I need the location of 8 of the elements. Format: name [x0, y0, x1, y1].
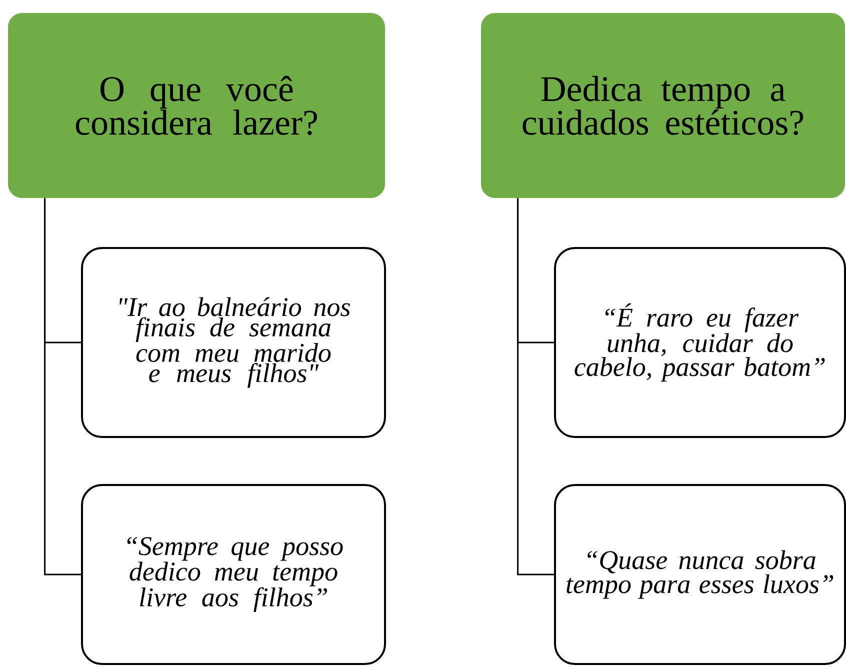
header-box: O que você considera lazer? — [8, 13, 385, 198]
quote-box: “Sempre que posso dedico meu tempo livre aos filhos” — [81, 484, 386, 665]
header-box: Dedica tempo a cuidados estéticos? — [481, 13, 845, 198]
quote-box: “É raro eu fazer unha, cuidar do cabelo, passar batom” — [554, 247, 846, 438]
quote-box: “Quase nunca sobra tempo para esses luxos” — [554, 484, 846, 665]
connector — [44, 198, 81, 576]
connector — [517, 198, 554, 576]
quote-box: "Ir ao balneário nos finais de semana com meu marido e meus filhos" — [81, 247, 386, 438]
